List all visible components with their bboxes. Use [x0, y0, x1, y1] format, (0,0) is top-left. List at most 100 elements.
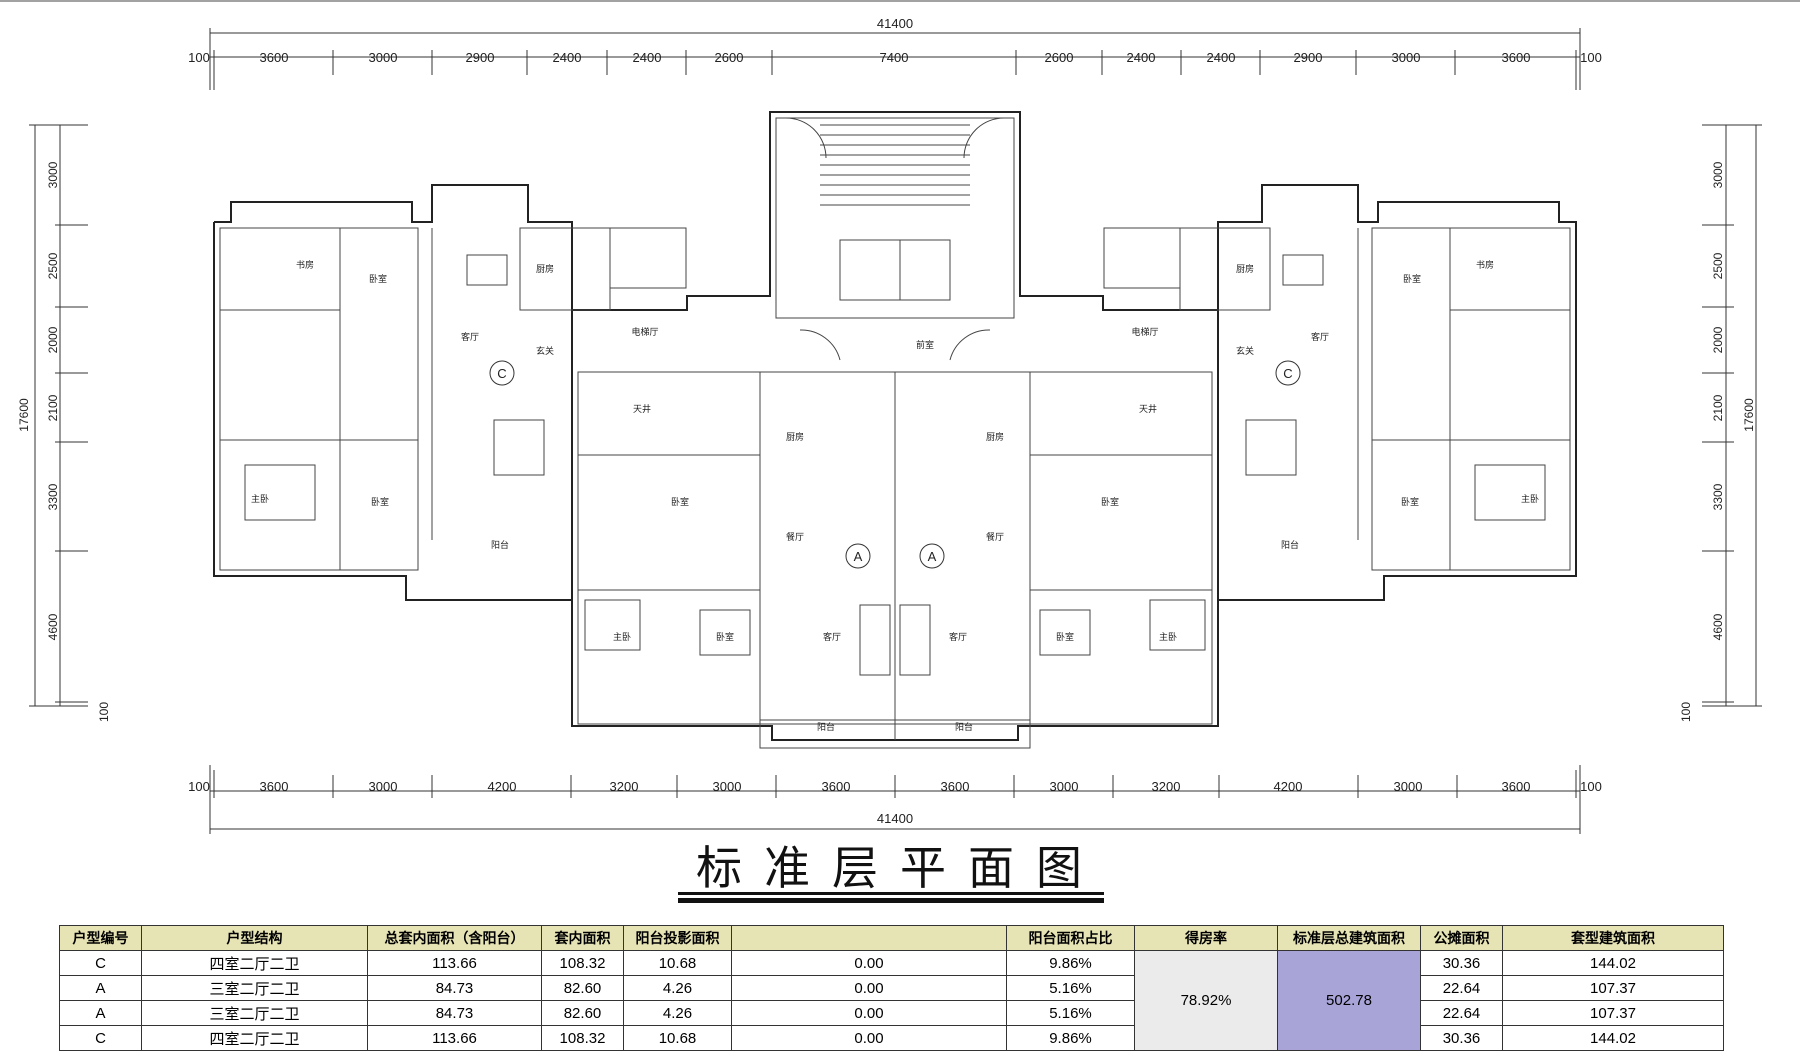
right-dimension-chain: [1702, 124, 1762, 707]
room-study-right: 书房: [1476, 259, 1494, 270]
right-side-labels: 17600 3000 2500 2000 2100 3300 4600 100: [1679, 161, 1756, 722]
room-bedroom3-a-right: 卧室: [1056, 631, 1074, 642]
top-segment-labels: 3600 3000 2900 2400 2400 2600 7400 2600 …: [260, 50, 1531, 65]
cell-building-area: 107.37: [1502, 1000, 1724, 1026]
cell-shared: 30.36: [1420, 950, 1503, 976]
room-bedroom3-a-left: 卧室: [716, 631, 734, 642]
room-master-right: 主卧: [1521, 493, 1539, 504]
room-master-a-right: 主卧: [1159, 631, 1177, 642]
cell-unit-id: A: [59, 975, 142, 1001]
room-living-right: 客厅: [1311, 331, 1329, 342]
room-kitchen-a-right: 厨房: [986, 431, 1004, 442]
cell-balcony: 10.68: [623, 950, 732, 976]
bottom-segment-labels: 3600 3000 4200 3200 3000 3600 3600 3000 …: [260, 779, 1531, 794]
cell-blank-value: 0.00: [731, 1000, 1007, 1026]
right-dim-1: 3000: [1711, 161, 1725, 188]
header-floor-total-area: 标准层总建筑面积: [1277, 925, 1421, 951]
header-unit-building-area: 套型建筑面积: [1502, 925, 1724, 951]
header-inner-area: 套内面积: [541, 925, 624, 951]
room-study-left: 书房: [296, 259, 314, 270]
bottom-dim-2: 3000: [369, 779, 398, 794]
room-kitchen-right: 厨房: [1236, 263, 1254, 274]
cell-total-inner: 84.73: [367, 975, 542, 1001]
top-dim-1: 3600: [260, 50, 289, 65]
header-balcony-area: 阳台投影面积: [623, 925, 732, 951]
right-edge-offset: 100: [1679, 702, 1693, 722]
title-underline-thick: [678, 898, 1104, 903]
cell-shared: 30.36: [1420, 1025, 1503, 1051]
header-blank: [731, 925, 1007, 951]
top-edge-left: 100: [188, 50, 210, 65]
room-balcony-a-right: 阳台: [955, 721, 973, 732]
room-kitchen-left: 厨房: [536, 263, 554, 274]
cell-layout: 三室二厅二卫: [141, 1000, 368, 1026]
room-shaft-left: 天井: [633, 403, 651, 414]
cell-unit-id: A: [59, 1000, 142, 1026]
table-row: C 四室二厅二卫 113.66 108.32 10.68 0.00 9.86% …: [59, 1025, 1724, 1051]
left-dimension-chain: [29, 124, 88, 707]
building-inner-walls: [219, 117, 1571, 749]
bottom-dim-12: 3600: [1502, 779, 1531, 794]
room-bedroom-right: 卧室: [1403, 273, 1421, 284]
bottom-dim-4: 3200: [610, 779, 639, 794]
top-dim-10: 2400: [1207, 50, 1236, 65]
room-lobby: 前室: [916, 339, 934, 350]
cell-blank-value: 0.00: [731, 975, 1007, 1001]
unit-marker-a-right: A: [928, 549, 937, 564]
room-bedroom-left: 卧室: [369, 273, 387, 284]
header-total-inner-area: 总套内面积（含阳台）: [367, 925, 542, 951]
right-dim-6: 4600: [1711, 613, 1725, 640]
cell-total-inner: 84.73: [367, 1000, 542, 1026]
room-shaft-right: 天井: [1139, 403, 1157, 414]
room-bedroom-a-right: 卧室: [1101, 496, 1119, 507]
cell-efficiency-rate: 78.92%: [1134, 950, 1278, 1051]
table-row: C 四室二厅二卫 113.66 108.32 10.68 0.00 9.86% …: [59, 950, 1724, 1051]
cell-inner: 82.60: [541, 1000, 624, 1026]
top-dim-12: 3000: [1392, 50, 1421, 65]
right-dim-3: 2000: [1711, 326, 1725, 353]
cell-balcony: 4.26: [623, 975, 732, 1001]
table-row: A 三室二厅二卫 84.73 82.60 4.26 0.00 5.16% 22.…: [59, 1000, 1724, 1026]
room-bedroom-a-left: 卧室: [671, 496, 689, 507]
room-dining-a-right: 餐厅: [986, 531, 1004, 542]
bottom-dimension-chain: [209, 765, 1581, 834]
unit-markers: [489, 360, 1301, 569]
cell-unit-id: C: [59, 950, 142, 976]
cell-inner: 108.32: [541, 1025, 624, 1051]
room-balcony-left: 阳台: [491, 539, 509, 550]
bottom-dim-11: 3000: [1394, 779, 1423, 794]
room-kitchen-a-left: 厨房: [786, 431, 804, 442]
cell-balcony-ratio: 5.16%: [1006, 975, 1135, 1001]
left-dim-2: 2500: [46, 252, 60, 279]
right-dim-4: 2100: [1711, 394, 1725, 421]
bottom-dim-8: 3000: [1050, 779, 1079, 794]
cell-layout: 四室二厅二卫: [141, 950, 368, 976]
left-dim-5: 3300: [46, 483, 60, 510]
bottom-dim-7: 3600: [941, 779, 970, 794]
cell-unit-id: C: [59, 1025, 142, 1051]
cell-balcony-ratio: 5.16%: [1006, 1000, 1135, 1026]
table-header-row: 户型编号 户型结构 总套内面积（含阳台） 套内面积 阳台投影面积 阳台面积占比 …: [59, 925, 1724, 951]
room-living-left: 客厅: [461, 331, 479, 342]
room-foyer-left: 玄关: [536, 345, 554, 356]
cell-building-area: 107.37: [1502, 975, 1724, 1001]
cell-total-inner: 113.66: [367, 1025, 542, 1051]
top-dimension-chain: [209, 28, 1581, 90]
cell-layout: 三室二厅二卫: [141, 975, 368, 1001]
left-dim-4: 2100: [46, 394, 60, 421]
header-unit-layout: 户型结构: [141, 925, 368, 951]
title-underline-thin: [678, 892, 1104, 895]
cell-inner: 82.60: [541, 975, 624, 1001]
header-balcony-ratio: 阳台面积占比: [1006, 925, 1135, 951]
cell-blank-value: 0.00: [731, 950, 1007, 976]
top-dim-9: 2400: [1127, 50, 1156, 65]
right-dim-5: 3300: [1711, 483, 1725, 510]
top-dim-2: 3000: [369, 50, 398, 65]
cell-floor-total: 502.78: [1277, 950, 1421, 1051]
cell-balcony: 4.26: [623, 1000, 732, 1026]
cell-shared: 22.64: [1420, 975, 1503, 1001]
right-dim-2: 2500: [1711, 252, 1725, 279]
header-efficiency-rate: 得房率: [1134, 925, 1278, 951]
bottom-dim-5: 3000: [713, 779, 742, 794]
